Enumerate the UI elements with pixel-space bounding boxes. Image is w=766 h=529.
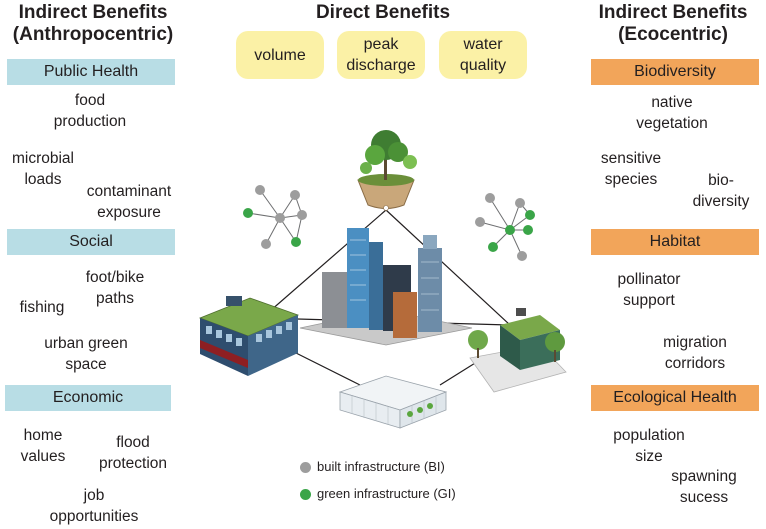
pill-volume: volume (236, 31, 324, 79)
node-green (523, 225, 533, 235)
term-job-opportunities: job opportunities (49, 487, 139, 525)
term-contaminant-exposure: contaminant exposure (86, 183, 172, 221)
node-green (291, 237, 301, 247)
node-green (488, 242, 498, 252)
term-spawning-sucess: spawning sucess (671, 468, 737, 506)
section-social: Social (7, 229, 175, 255)
term-sensitive-species: sensitive species (600, 150, 662, 188)
section-biodiversity: Biodiversity (591, 59, 759, 85)
right-heading: Indirect Benefits (Ecocentric) (580, 2, 766, 46)
green-dot-icon (300, 488, 311, 500)
term-urban-green-space: urban green space (44, 335, 128, 373)
term-flood-protection: flood protection (98, 434, 168, 472)
term-pollinator-support: pollinator support (617, 271, 681, 309)
node-built (290, 190, 300, 200)
left-heading: Indirect Benefits (Anthropocentric) (0, 2, 186, 46)
term-population-size: population size (613, 427, 685, 465)
node-green (243, 208, 253, 218)
section-public-health: Public Health (7, 59, 175, 85)
legend-green-label: green infrastructure (GI) (317, 486, 456, 501)
planter-tree-image (357, 130, 417, 211)
left-heading-line2: (Anthropocentric) (12, 24, 174, 45)
node-built (475, 217, 485, 227)
node-green (505, 225, 515, 235)
node-built (485, 193, 495, 203)
city-buildings-image (299, 228, 473, 346)
term-foot-bike-paths: foot/bike paths (85, 269, 145, 307)
left-network-graph (243, 185, 307, 249)
term-migration-corridors: migration corridors (663, 334, 727, 372)
node-built (515, 198, 525, 208)
legend-built: built infrastructure (BI) (300, 459, 445, 475)
gray-dot-icon (300, 461, 311, 473)
green-roof-building-image (198, 296, 300, 376)
node-built (275, 213, 285, 223)
center-heading: Direct Benefits (315, 2, 451, 23)
node-built (261, 239, 271, 249)
node-built (255, 185, 265, 195)
greenhouse-image (338, 375, 448, 429)
term-native-vegetation: native vegetation (636, 94, 708, 132)
legend-built-label: built infrastructure (BI) (317, 459, 445, 474)
term-home-values: home values (20, 427, 66, 465)
section-ecological-health: Ecological Health (591, 385, 759, 411)
section-economic: Economic (5, 385, 171, 411)
term-food-production: food production (53, 92, 127, 130)
right-network-graph (475, 193, 535, 261)
term-fishing: fishing (19, 299, 65, 316)
right-heading-line2: (Ecocentric) (618, 24, 728, 45)
term-bio-diversity: bio- diversity (692, 172, 750, 210)
pill-water-quality: water quality (439, 31, 527, 79)
right-heading-line1: Indirect Benefits (598, 2, 748, 23)
legend-green: green infrastructure (GI) (300, 486, 456, 502)
node-built (517, 251, 527, 261)
node-built (297, 210, 307, 220)
section-habitat: Habitat (591, 229, 759, 255)
term-microbial-loads: microbial loads (11, 150, 74, 188)
left-heading-line1: Indirect Benefits (18, 2, 168, 23)
pill-peak-discharge: peak discharge (337, 31, 425, 79)
street-building-trees-image (468, 308, 567, 393)
node-green (525, 210, 535, 220)
